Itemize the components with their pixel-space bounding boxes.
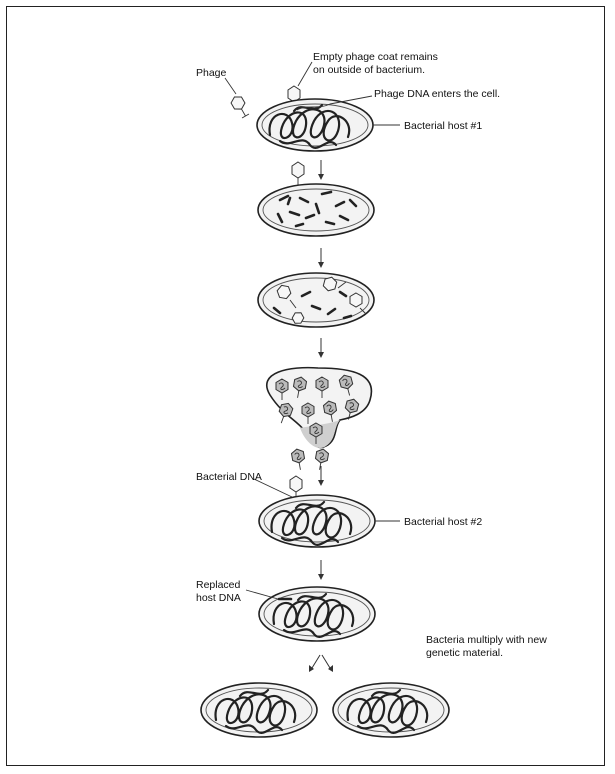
stage-7-daughter-cells [201,683,449,737]
label-bacterial-dna: Bacterial DNA [196,471,262,483]
label-replaced-2: host DNA [196,592,241,604]
label-host2: Bacterial host #2 [404,516,482,528]
host1-cell-fragmented [258,184,374,236]
label-empty-coat-1: Empty phage coat remains [313,51,438,63]
arrow-1 [318,160,324,180]
label-multiply-1: Bacteria multiply with new [426,634,547,646]
free-phage [229,94,250,119]
label-replaced-1: Replaced [196,579,241,591]
arrow-2 [318,248,324,268]
label-empty-coat-2: on outside of bacterium. [313,64,425,76]
arrow-4 [318,466,324,486]
label-host1: Bacterial host #1 [404,120,482,132]
split-arrows [309,655,333,672]
arrow-3 [318,338,324,358]
replaced-leader [246,590,278,599]
coat-leader-line [298,62,312,86]
stage-5-host2-infection [254,476,400,547]
phage-leader-line [225,78,236,94]
label-phage-dna-enters: Phage DNA enters the cell. [374,88,500,100]
host2-cell [259,495,375,547]
stage-4-lysis [267,368,372,471]
arrow-5 [318,560,324,580]
stage-3-assembly [258,273,374,327]
stage-2-fragmentation [258,162,374,236]
stage-6-recombination [246,587,375,641]
label-multiply-2: genetic material. [426,647,503,659]
label-phage: Phage [196,67,227,79]
